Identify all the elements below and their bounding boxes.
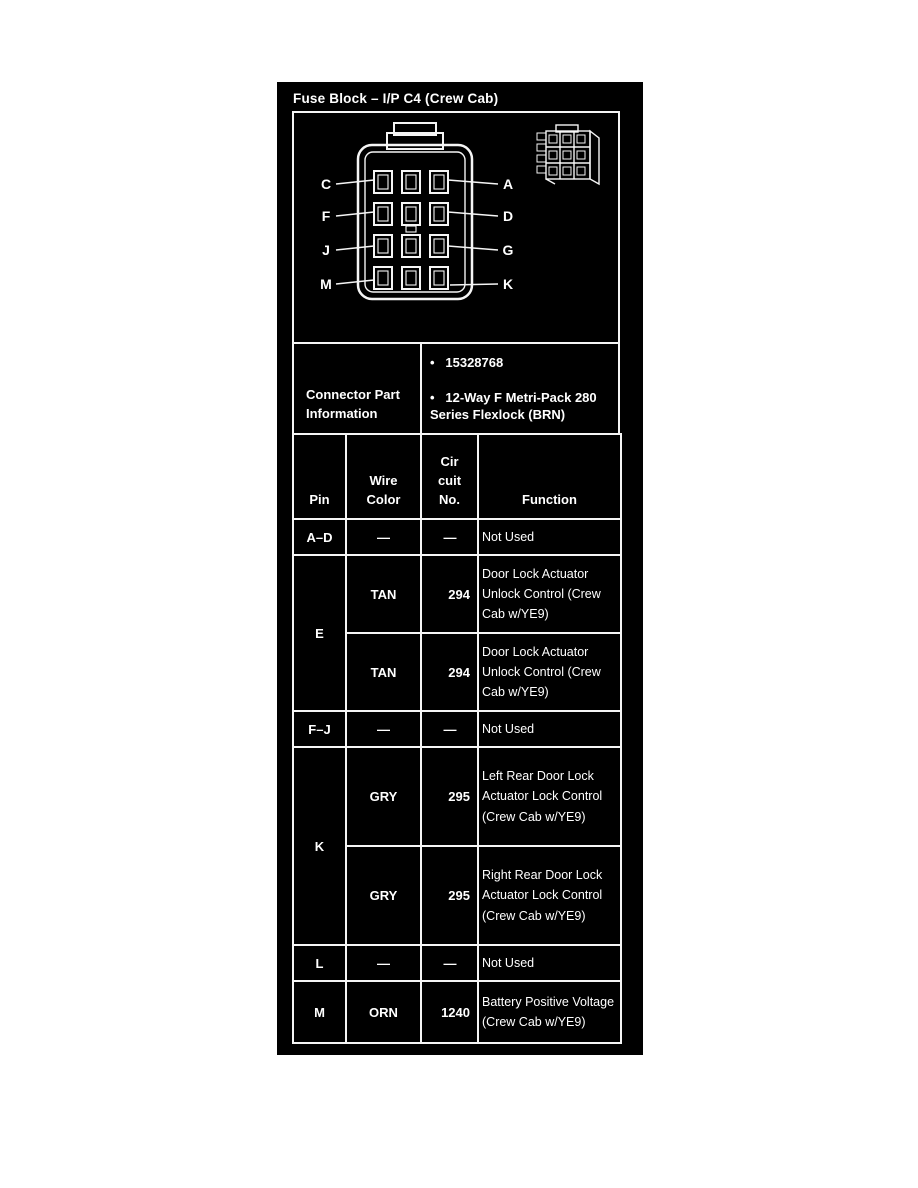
wire-color-cell: GRY: [345, 845, 422, 946]
connector-diagram: C F J M A D G K: [292, 111, 620, 344]
function-cell: Not Used: [477, 518, 622, 556]
circuit-cell: —: [420, 710, 479, 748]
pin-label-M: M: [320, 276, 332, 292]
terminal-cavities: [373, 170, 449, 290]
table-row: E TAN 294 Door Lock Actuator Unlock Cont…: [292, 554, 622, 712]
table-row: M ORN 1240 Battery Positive Voltage (Cre…: [292, 980, 622, 1044]
table-row: A–D — — Not Used: [292, 518, 622, 556]
pin-label-G: G: [503, 242, 514, 258]
connector-face-drawing: C F J M A D G K: [320, 122, 600, 301]
pin-label-D: D: [503, 208, 513, 224]
pin-cell: K: [292, 746, 347, 946]
table-row: F–J — — Not Used: [292, 710, 622, 748]
table-row: TAN 294 Door Lock Actuator Unlock Contro…: [293, 632, 622, 712]
header-pin: Pin: [292, 433, 347, 520]
connector-info-section: Connector Part Information 15328768 12-W…: [292, 342, 620, 435]
pin-label-C: C: [321, 176, 331, 192]
pin-label-F: F: [322, 208, 331, 224]
figure-panel: Fuse Block – I/P C4 (Crew Cab): [277, 82, 643, 1055]
table-row: GRY 295 Right Rear Door Lock Actuator Lo…: [293, 845, 622, 946]
connector-part-number: 15328768: [430, 354, 616, 372]
function-cell: Door Lock Actuator Unlock Control (Crew …: [477, 554, 622, 634]
function-cell: Not Used: [477, 710, 622, 748]
figure-title: Fuse Block – I/P C4 (Crew Cab): [293, 91, 499, 106]
circuit-cell: 294: [420, 632, 479, 712]
pin-cell: A–D: [292, 518, 347, 556]
function-cell: Right Rear Door Lock Actuator Lock Contr…: [477, 845, 622, 946]
pin-label-J: J: [322, 242, 330, 258]
pin-label-A: A: [503, 176, 513, 192]
header-function: Function: [477, 433, 622, 520]
connector-info-details: 15328768 12-Way F Metri-Pack 280 Series …: [422, 344, 618, 433]
pin-cell: L: [292, 944, 347, 982]
wire-color-cell: —: [345, 944, 422, 982]
function-cell: Door Lock Actuator Unlock Control (Crew …: [477, 632, 622, 712]
pin-cell: F–J: [292, 710, 347, 748]
wire-color-cell: TAN: [345, 554, 422, 634]
circuit-cell: 295: [420, 746, 479, 847]
wire-color-cell: ORN: [345, 980, 422, 1044]
pin-cell: M: [292, 980, 347, 1044]
wire-color-cell: —: [345, 518, 422, 556]
wire-color-cell: —: [345, 710, 422, 748]
circuit-cell: 295: [420, 845, 479, 946]
table-row: K GRY 295 Left Rear Door Lock Actuator L…: [292, 746, 622, 946]
circuit-cell: 294: [420, 554, 479, 634]
circuit-cell: —: [420, 944, 479, 982]
table-row: L — — Not Used: [292, 944, 622, 982]
circuit-cell: 1240: [420, 980, 479, 1044]
header-circuit-no: Cir cuit No.: [420, 433, 479, 520]
connector-3d-icon: [536, 124, 600, 186]
connector-body: [356, 122, 474, 301]
connector-info-label: Connector Part Information: [294, 344, 422, 433]
function-cell: Battery Positive Voltage (Crew Cab w/YE9…: [477, 980, 622, 1044]
function-cell: Left Rear Door Lock Actuator Lock Contro…: [477, 746, 622, 847]
function-cell: Not Used: [477, 944, 622, 982]
pinout-table: Pin Wire Color Cir cuit No. Function A–D…: [292, 433, 622, 1044]
pin-label-K: K: [503, 276, 513, 292]
wire-color-cell: TAN: [345, 632, 422, 712]
leader-lines: [335, 179, 499, 286]
connector-type: 12-Way F Metri-Pack 280 Series Flexlock …: [430, 389, 616, 424]
circuit-cell: —: [420, 518, 479, 556]
pin-cell: E: [292, 554, 347, 712]
header-wire-color: Wire Color: [345, 433, 422, 520]
wire-color-cell: GRY: [345, 746, 422, 847]
